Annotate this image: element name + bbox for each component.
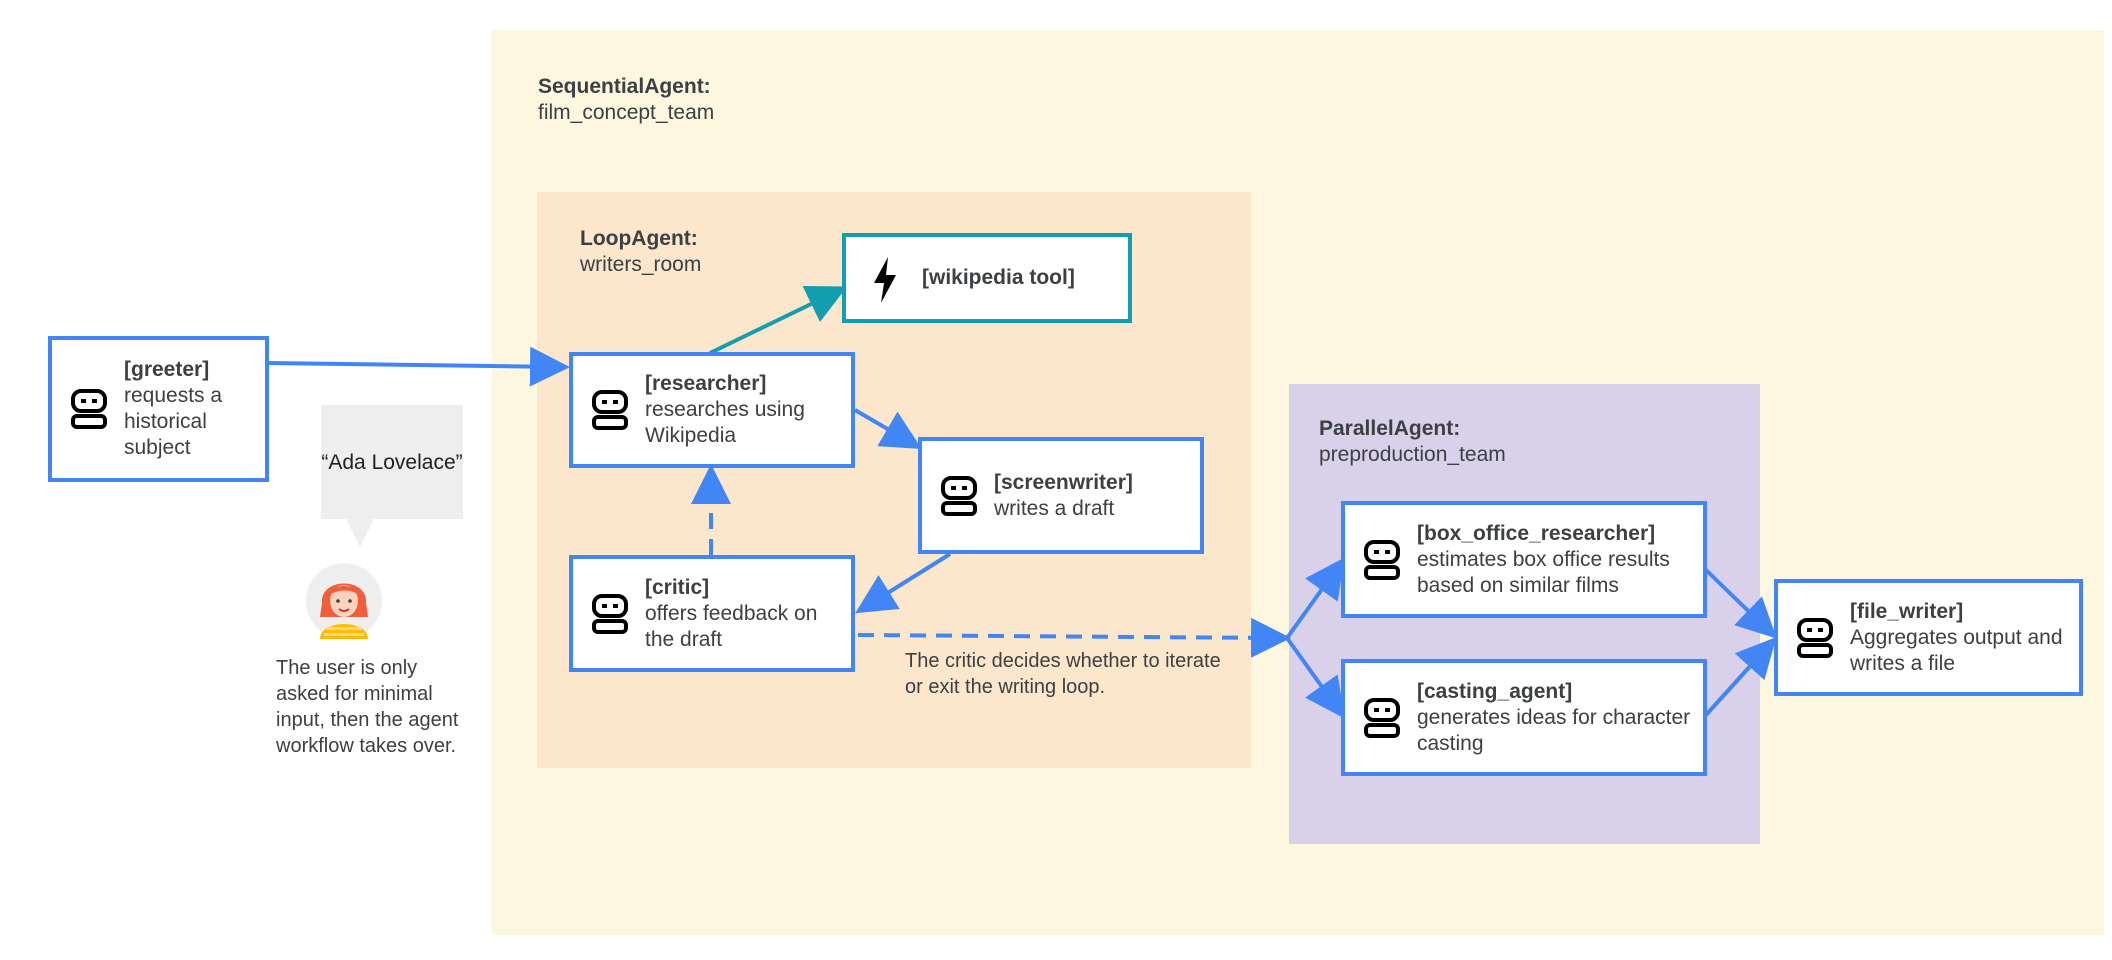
casting-agent-desc: generates ideas for character casting	[1417, 705, 1691, 755]
user-note-text: The user is only asked for minimal input…	[276, 657, 459, 757]
arrow-critic-to-parallel-dashed	[857, 617, 1291, 658]
researcher-desc: researches using Wikipedia	[645, 398, 805, 447]
arrow-greeter-to-researcher	[267, 346, 570, 387]
critic-desc: offers feedback on the draft	[645, 601, 818, 651]
robot-icon	[71, 389, 107, 429]
parallel-agent-label: ParallelAgent: preproduction_team	[1319, 417, 1506, 466]
critic-name: [critic]	[645, 575, 710, 599]
arrow-box-office-to-file-writer	[1704, 568, 1777, 639]
screenwriter-text: [screenwriter] writes a draft	[994, 470, 1190, 522]
arrow-screenwriter-to-critic	[855, 552, 952, 614]
robot-icon	[1797, 617, 1833, 658]
file-writer-text: [file_writer] Aggregates output and writ…	[1850, 599, 2069, 677]
file-writer-name: [file_writer]	[1850, 599, 1964, 623]
arrow-researcher-to-tool	[709, 285, 848, 355]
researcher-name: [researcher]	[645, 372, 767, 395]
greeter-agent-box: [greeter] requests a historical subject	[48, 336, 269, 482]
casting-agent-name: [casting_agent]	[1417, 679, 1573, 703]
screenwriter-agent-box: [screenwriter] writes a draft	[918, 437, 1204, 554]
screenwriter-desc: writes a draft	[994, 496, 1115, 520]
greeter-text: [greeter] requests a historical subject	[124, 357, 255, 461]
greeter-name: [greeter]	[124, 358, 210, 381]
wikipedia-tool-label: [wikipedia tool]	[922, 266, 1075, 289]
arrow-casting-to-file-writer	[1704, 637, 1777, 717]
loop-agent-label: LoopAgent: writers_room	[580, 227, 702, 276]
casting-agent-box: [casting_agent] generates ideas for char…	[1341, 659, 1707, 776]
arrow-split-to-casting	[1285, 636, 1345, 719]
box-office-researcher-text: [box_office_researcher] estimates box of…	[1417, 521, 1693, 599]
box-office-researcher-desc: estimates box office results based on si…	[1417, 547, 1670, 597]
file-writer-desc: Aggregates output and writes a file	[1850, 625, 2063, 675]
casting-agent-text: [casting_agent] generates ideas for char…	[1417, 679, 1693, 757]
robot-icon	[592, 390, 628, 430]
greeter-desc: requests a historical subject	[124, 384, 223, 459]
arrow-researcher-to-screenwriter	[853, 408, 922, 450]
box-office-researcher-agent-box: [box_office_researcher] estimates box of…	[1341, 501, 1707, 618]
speech-bubble-tail	[346, 519, 374, 547]
wikipedia-tool-box: [wikipedia tool]	[842, 233, 1132, 323]
robot-icon	[1364, 539, 1400, 580]
researcher-text: [researcher] researches using Wikipedia	[645, 371, 841, 449]
critic-agent-box: [critic] offers feedback on the draft	[569, 555, 855, 672]
user-avatar	[306, 563, 382, 639]
sequential-agent-label: SequentialAgent: film_concept_team	[538, 75, 715, 124]
box-office-researcher-name: [box_office_researcher]	[1417, 521, 1656, 545]
screenwriter-name: [screenwriter]	[994, 470, 1133, 494]
file-writer-agent-box: [file_writer] Aggregates output and writ…	[1774, 579, 2083, 696]
robot-icon	[1364, 697, 1400, 738]
robot-icon	[592, 593, 628, 634]
speech-bubble-text: “Ada Lovelace”	[321, 450, 463, 474]
researcher-agent-box: [researcher] researches using Wikipedia	[569, 352, 855, 468]
robot-icon	[941, 475, 977, 516]
lightning-bolt-icon	[874, 257, 896, 303]
arrow-split-to-box-office	[1285, 557, 1345, 640]
user-speech-bubble: “Ada Lovelace”	[321, 405, 463, 519]
critic-text: [critic] offers feedback on the draft	[645, 575, 841, 653]
critic-note-text: The critic decides whether to iterate or…	[905, 650, 1221, 698]
